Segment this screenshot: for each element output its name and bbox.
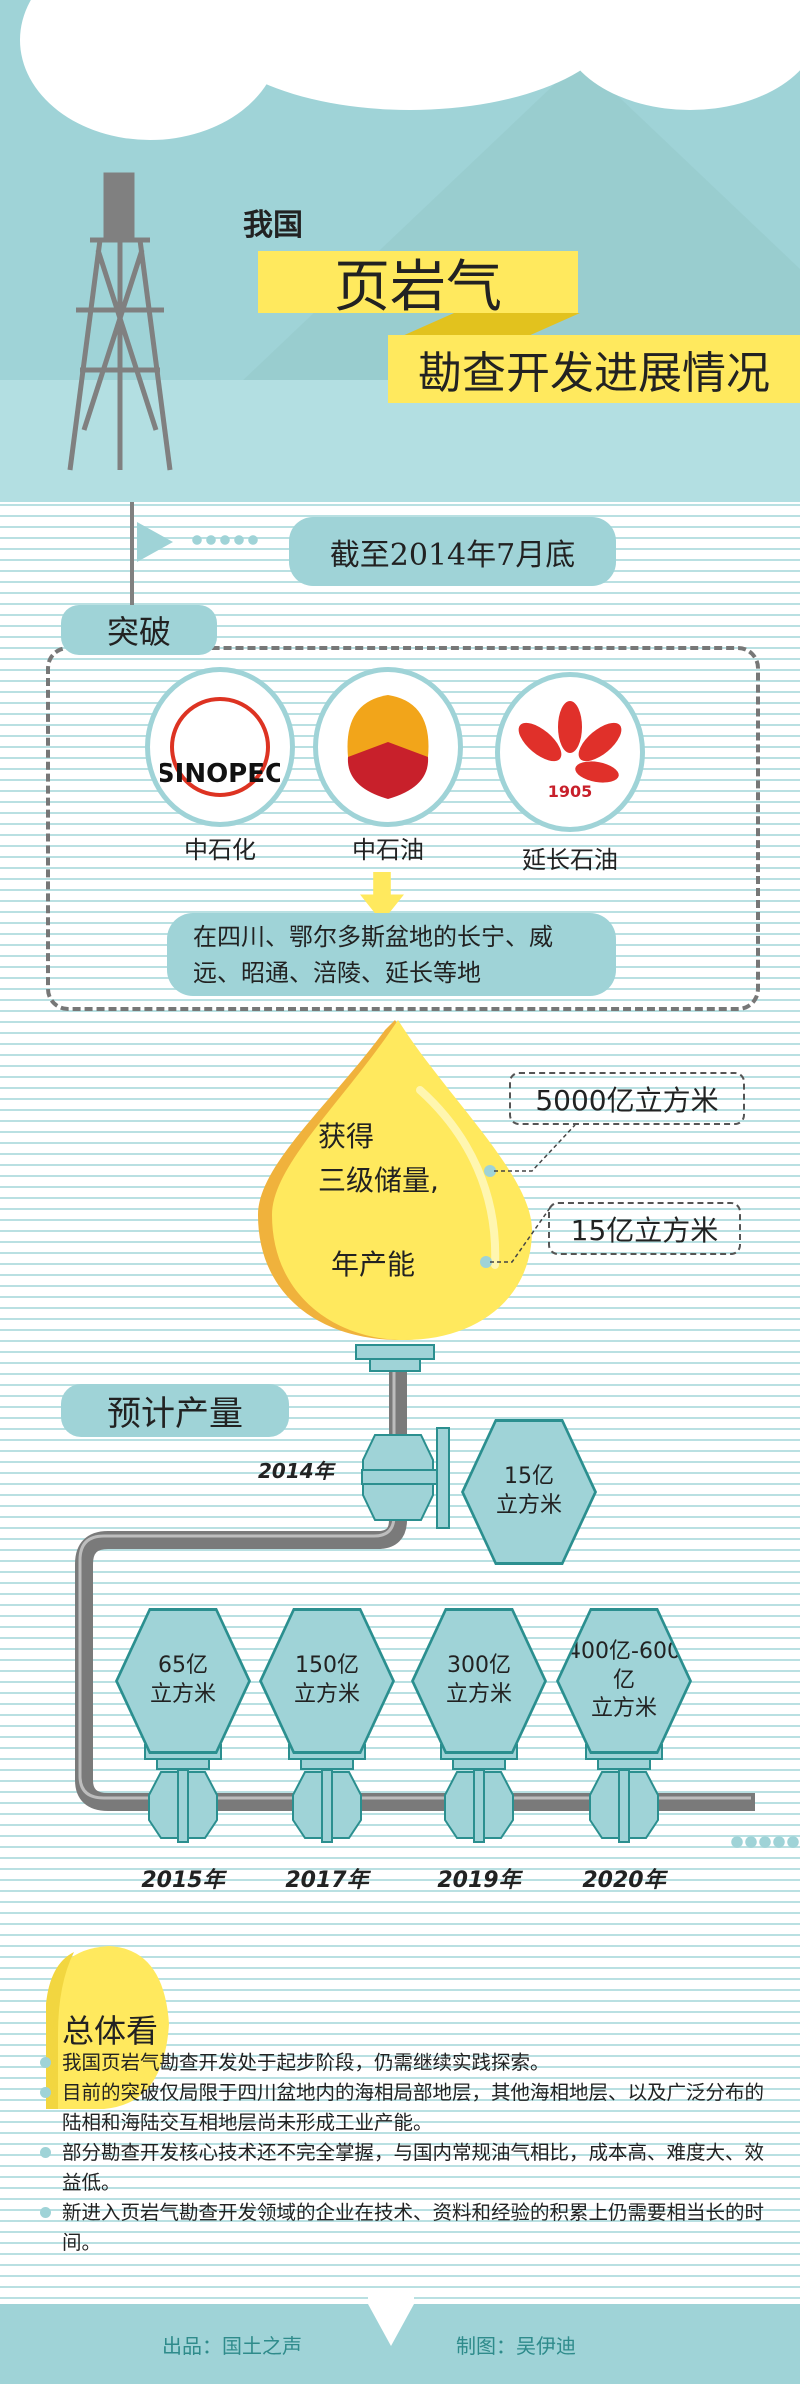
summary-bullet: 我国页岩气勘查开发处于起步阶段，仍需继续实践探索。 — [40, 2048, 780, 2078]
breakthrough-heading: 突破 — [61, 605, 217, 655]
yanchang-logo: 1905 — [495, 672, 645, 832]
summary-heading: 总体看 — [62, 2012, 159, 2050]
company-name: 中石油 — [352, 836, 424, 864]
forecast-hex-2014: 15亿 立方米 — [464, 1422, 594, 1562]
forecast-hex: 400亿-600亿 立方米 — [559, 1611, 689, 1751]
forecast-unit: 立方米 — [590, 1696, 657, 1722]
summary-list: 我国页岩气勘查开发处于起步阶段，仍需继续实践探索。 目前的突破仅局限于四川盆地内… — [40, 2048, 780, 2258]
forecast-value: 400亿-600亿 — [567, 1639, 681, 1693]
oil-drop-icon — [258, 1020, 532, 1340]
svg-text:1905: 1905 — [548, 782, 593, 801]
drop-line2: 三级储量, — [318, 1164, 439, 1197]
producer-credit: 出品：国土之声 — [162, 2334, 302, 2358]
year-label: 2019年 — [437, 1868, 521, 1893]
forecast-value: 65亿 — [158, 1653, 208, 1679]
title-kicker: 我国 — [243, 208, 303, 243]
forecast-unit: 立方米 — [149, 1682, 216, 1707]
valve-2014-icon — [361, 1427, 450, 1529]
forecast-hex: 300亿 立方米 — [414, 1611, 544, 1751]
summary-bullet: 目前的突破仅局限于四川盆地内的海相局部地层，其他海相地层、以及广泛分布的陆相和海… — [40, 2078, 780, 2138]
valve-icon — [288, 1744, 366, 1843]
main-subtitle: 勘查开发进展情况 — [388, 335, 800, 403]
header-banner: 我国 页岩气 勘查开发进展情况 — [0, 0, 800, 502]
drop-line3: 年产能 — [331, 1248, 416, 1281]
forecast-heading: 预计产量 — [61, 1384, 289, 1437]
dots-decoration — [730, 1836, 800, 1848]
reserve-callout: 5000亿立方米 — [509, 1072, 745, 1125]
year-label: 2015年 — [141, 1868, 225, 1893]
valve-icon — [440, 1744, 518, 1843]
drop-line1: 获得 — [318, 1120, 375, 1153]
year-label: 2020年 — [582, 1868, 666, 1893]
summary-bullet: 新进入页岩气勘查开发领域的企业在技术、资料和经验的积累上仍需要相当长的时间。 — [40, 2198, 780, 2258]
forecast-unit: 立方米 — [495, 1493, 562, 1518]
pointer-triangle-icon — [137, 522, 173, 562]
forecast-hex: 65亿 立方米 — [118, 1611, 248, 1751]
sinopec-logo: SINOPEC — [145, 667, 295, 827]
forecast-unit: 立方米 — [293, 1682, 360, 1707]
forecast-value: 300亿 — [447, 1653, 511, 1679]
designer-credit: 制图：吴伊迪 — [456, 2334, 576, 2358]
breakthrough-box — [46, 646, 760, 1011]
summary-bullet: 部分勘查开发核心技术还不完全掌握，与国内常规油气相比，成本高、难度大、效益低。 — [40, 2138, 780, 2198]
svg-text:SINOPEC: SINOPEC — [160, 759, 280, 789]
main-title: 页岩气 — [258, 251, 578, 320]
timeline-line — [130, 502, 134, 610]
date-label: 截至2014年7月底 — [289, 517, 616, 586]
forecast-value: 15亿 — [504, 1464, 554, 1490]
company-name: 中石化 — [184, 836, 256, 864]
oil-derrick-icon — [67, 172, 173, 471]
forecast-hex: 150亿 立方米 — [262, 1611, 392, 1751]
locations-text: 在四川、鄂尔多斯盆地的长宁、威远、昭通、涪陵、延长等地 — [167, 913, 616, 996]
valve-icon — [585, 1744, 663, 1843]
summary-drop-icon — [46, 1946, 169, 2109]
capacity-callout: 15亿立方米 — [548, 1202, 741, 1255]
year-label: 2014年 — [258, 1459, 334, 1483]
dots-decoration — [190, 535, 260, 545]
petrochina-logo — [313, 667, 463, 827]
year-label: 2017年 — [285, 1868, 369, 1893]
valve-icon — [144, 1744, 222, 1843]
callout-leaders — [480, 1124, 576, 1268]
forecast-value: 150亿 — [295, 1653, 359, 1679]
company-name: 延长石油 — [522, 846, 618, 874]
forecast-unit: 立方米 — [445, 1682, 512, 1707]
